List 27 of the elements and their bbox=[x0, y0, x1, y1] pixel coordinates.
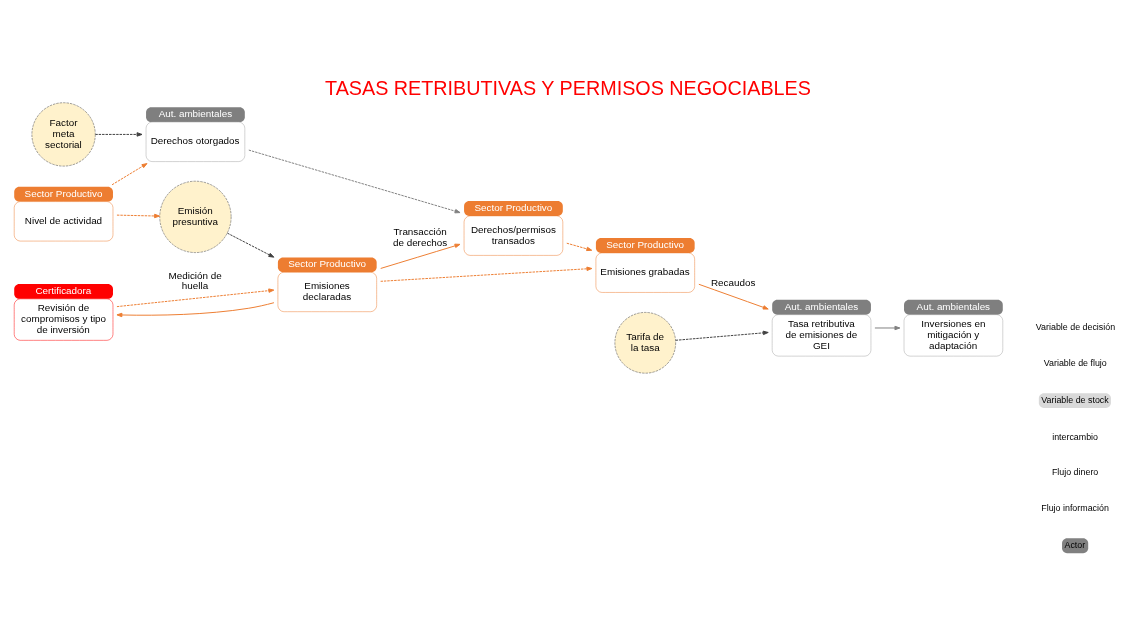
arrow bbox=[116, 301, 275, 317]
legend-label: intercambio bbox=[1052, 431, 1099, 442]
arrow bbox=[566, 242, 593, 251]
arrow bbox=[698, 283, 769, 310]
edge-label: Transacción de derechos bbox=[392, 225, 448, 248]
arrow bbox=[675, 330, 769, 341]
arrow bbox=[94, 131, 143, 137]
node-circle: Tarifa de la tasa bbox=[614, 311, 676, 373]
arrow bbox=[226, 232, 275, 258]
node-circle: Factor meta sectorial bbox=[31, 102, 96, 166]
arrow bbox=[380, 243, 461, 269]
arrow bbox=[874, 325, 901, 330]
legend-label: Flujo información bbox=[1041, 502, 1109, 513]
arrow bbox=[248, 149, 461, 213]
legend-label: Variable de stock bbox=[1041, 394, 1109, 405]
arrow bbox=[380, 266, 593, 282]
edge-label: Medición de huella bbox=[168, 269, 222, 291]
arrow bbox=[116, 287, 275, 307]
legend-label: Flujo dinero bbox=[1051, 466, 1099, 477]
arrow bbox=[116, 213, 161, 218]
legend-label: Variable de flujo bbox=[1043, 357, 1107, 368]
arrow bbox=[111, 162, 148, 185]
diagram-title: TASAS RETRIBUTIVAS Y PERMISOS NEGOCIABLES bbox=[325, 76, 811, 99]
node-circle: Emisión presuntiva bbox=[159, 180, 232, 253]
legend-label: Actor bbox=[1064, 539, 1086, 550]
legend-label: Variable de decisión bbox=[1035, 321, 1116, 332]
edge-label: Recaudos bbox=[710, 276, 756, 288]
